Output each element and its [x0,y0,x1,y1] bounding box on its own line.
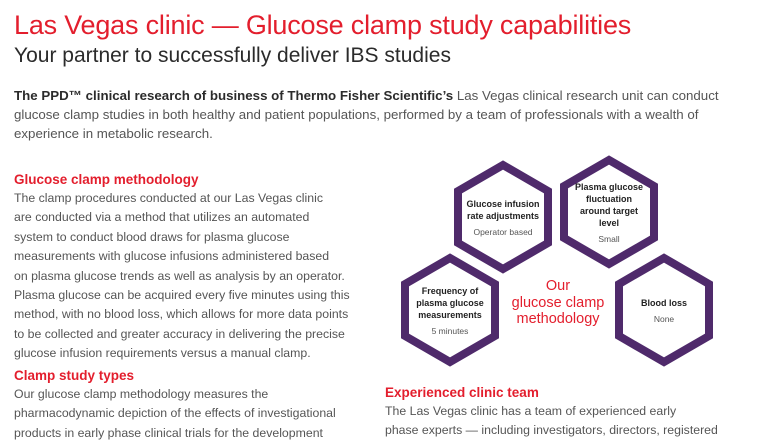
center-line: glucose clamp [511,294,605,311]
text-line: Plasma glucose can be acquired every fiv… [14,288,350,303]
team-text: The Las Vegas clinic has a team of exper… [385,402,718,441]
center-line: Our [545,278,571,294]
intro-bold: The PPD™ clinical research of business o… [14,88,454,103]
hexagon-glucose-fluctuation: Plasma glucose fluctuation around target… [559,155,659,269]
hexagon-shape [454,160,552,274]
study-types-heading: Clamp study types [14,368,135,383]
text-line: method, with no blood loss, which allows… [14,307,349,322]
text-line: products in early phase clinical trials … [14,425,323,440]
hexagon-measurement-frequency: Frequency of plasma glucose measurements… [400,253,500,367]
team-heading: Experienced clinic team [385,385,539,400]
hex-title: Blood loss [640,297,687,308]
intro-text: Las Vegas clinical research unit can con… [14,88,719,141]
methodology-heading: Glucose clamp methodology [14,172,199,187]
text-line: pharmacodynamic depiction of the effects… [14,406,336,421]
text-line: system to conduct blood draws for plasma… [14,229,290,244]
text-line: are conducted via a method that utilizes… [14,210,310,225]
text-line: to be collected and greater accuracy in … [14,326,345,341]
text-line: glucose infusion requirements versus a m… [14,346,311,361]
hex-value: Operator based [473,226,533,237]
center-line: methodology [516,311,600,327]
text-line: The Las Vegas clinic has a team of exper… [385,404,677,418]
hex-value: 5 minutes [431,325,469,336]
hexagon-shape [615,253,713,367]
text-line: on plasma glucose trends as well as anal… [14,268,345,283]
hex-value: Small [598,233,620,244]
intro-paragraph: The PPD™ clinical research of business o… [14,86,744,143]
hex-title: Frequency of plasma glucose measurements [416,285,484,320]
text-line: Our glucose clamp methodology measures t… [14,387,269,401]
text-line: measurements with glucose infusions admi… [14,249,330,264]
hex-title: Glucose infusion rate adjustments [466,198,540,221]
page-title: Las Vegas clinic — Glucose clamp study c… [14,10,632,40]
page-subtitle: Your partner to successfully deliver IBS… [14,44,451,67]
hexagon-shape [401,253,499,367]
diagram-center-label: Our glucose clamp methodology [498,278,618,328]
text-line: The clamp procedures conducted at our La… [14,191,323,205]
hex-title: Plasma glucose fluctuation around target… [574,181,644,228]
study-types-text: Our glucose clamp methodology measures t… [14,385,336,443]
hexagon-shape [560,155,658,269]
methodology-text: The clamp procedures conducted at our La… [14,189,350,364]
text-line: phase experts — including investigators,… [385,423,718,438]
hex-value: None [653,313,675,324]
